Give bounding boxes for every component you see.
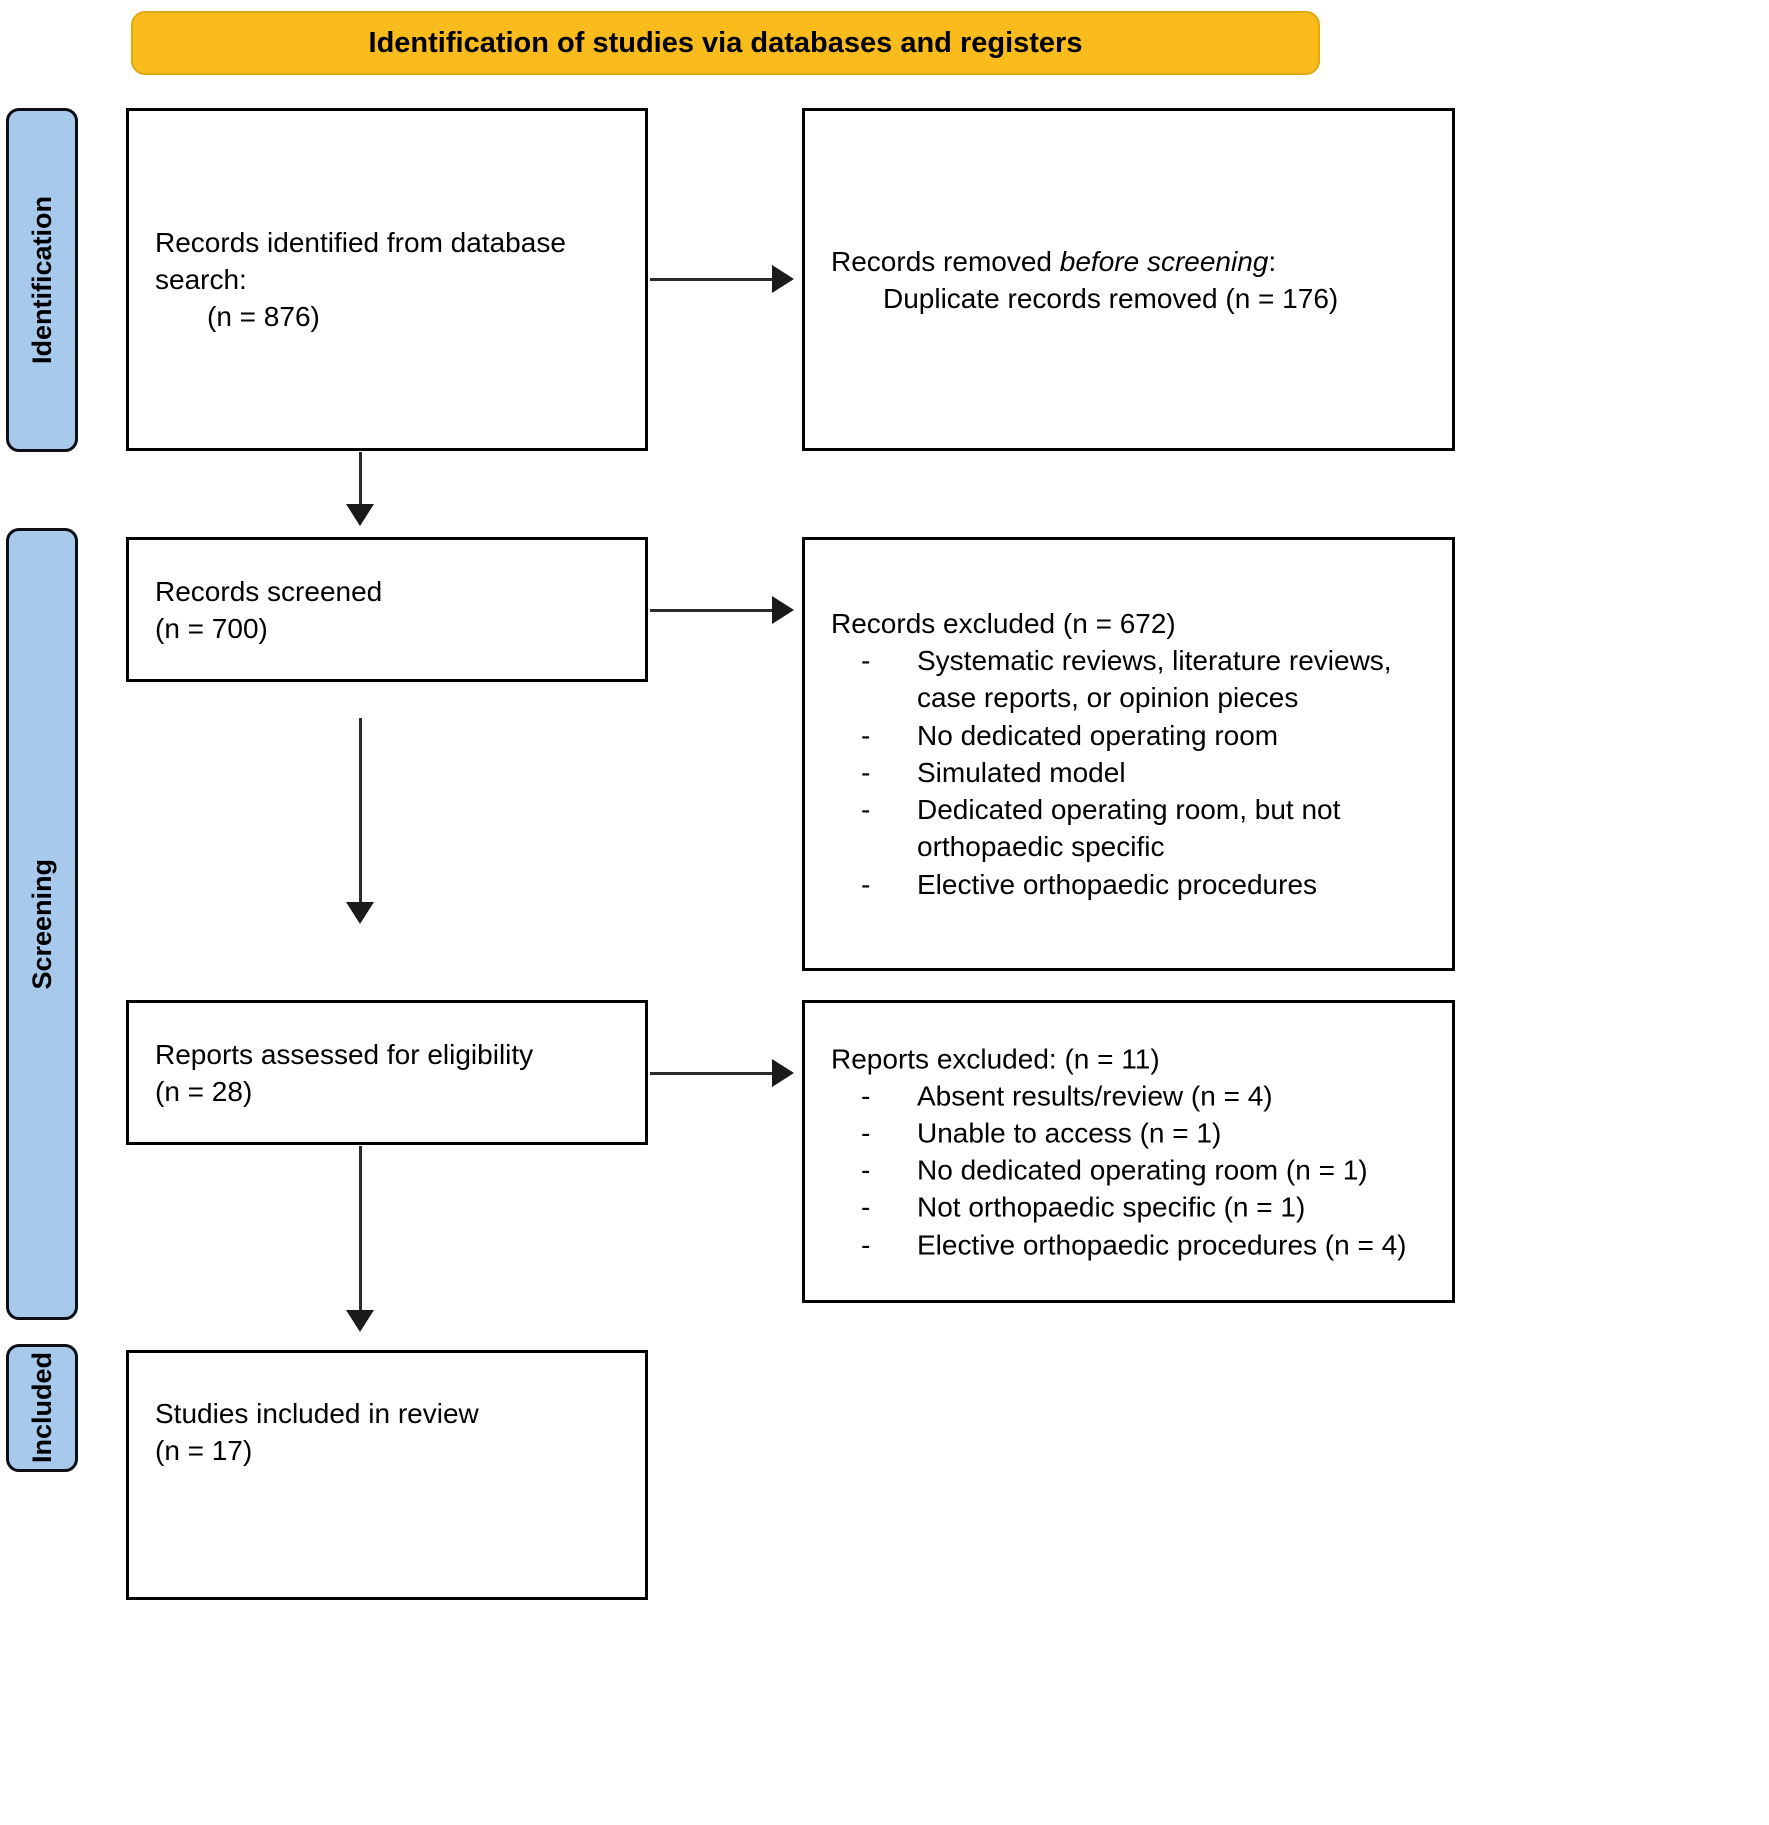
list-item: - Elective orthopaedic procedures (831, 866, 1438, 903)
phase-label-included: Included (6, 1344, 78, 1472)
bullet-dash-icon: - (861, 1228, 871, 1260)
bullet-dash-icon: - (861, 719, 871, 751)
box-records-excluded: Records excluded (n = 672) - Systematic r… (802, 537, 1455, 971)
phase-label-included-text: Included (26, 1352, 57, 1464)
page-title: Identification of studies via databases … (368, 26, 1083, 59)
records-removed-line-1: Records removed before screening: (831, 242, 1438, 279)
box-reports-excluded: Reports excluded: (n = 11) - Absent resul… (802, 1000, 1455, 1303)
arrow-assessed-to-excluded-head-icon (772, 1059, 794, 1087)
list-item-text: Dedicated operating room, but not orthop… (917, 794, 1341, 863)
box-studies-included: Studies included in review (n = 17) (126, 1350, 648, 1600)
list-item: - Unable to access (n = 1) (831, 1114, 1438, 1151)
arrow-assessed-to-included-line (359, 1146, 362, 1314)
list-item: - Simulated model (831, 754, 1438, 791)
bullet-dash-icon: - (861, 645, 871, 677)
bullet-dash-icon: - (861, 757, 871, 788)
arrow-screened-to-excluded-line (650, 609, 774, 612)
reports-excluded-list: - Absent results/review (n = 4) - Unable t… (831, 1077, 1438, 1263)
box-records-screened: Records screened (n = 700) (126, 537, 648, 682)
records-identified-count: (n = 876) (207, 301, 320, 333)
arrow-identified-to-removed-head-icon (772, 265, 794, 293)
records-removed-line-1-suffix: : (1268, 245, 1277, 277)
bullet-dash-icon: - (861, 1191, 871, 1223)
records-identified-line-2: search: (155, 263, 247, 295)
list-item-text: Elective orthopaedic procedures (n = 4) (917, 1228, 1407, 1260)
studies-included-count: (n = 17) (155, 1435, 253, 1467)
arrow-assessed-to-excluded-line (650, 1072, 774, 1075)
records-screened-label: Records screened (155, 575, 383, 607)
arrow-identified-to-removed-line (650, 278, 774, 281)
phase-label-identification-text: Identification (26, 196, 57, 364)
records-removed-line-1-prefix: Records removed (831, 245, 1060, 277)
list-item: - Absent results/review (n = 4) (831, 1077, 1438, 1114)
phase-label-identification: Identification (6, 108, 78, 452)
records-excluded-list: - Systematic reviews, literature reviews,… (831, 642, 1438, 903)
list-item: - Dedicated operating room, but not ortho… (831, 791, 1438, 865)
list-item-text: Not orthopaedic specific (n = 1) (917, 1191, 1306, 1223)
list-item-text: Absent results/review (n = 4) (917, 1080, 1273, 1112)
list-item-text: Unable to access (n = 1) (917, 1117, 1222, 1149)
box-reports-assessed: Reports assessed for eligibility (n = 28… (126, 1000, 648, 1145)
list-item: - No dedicated operating room (831, 717, 1438, 754)
list-item: - No dedicated operating room (n = 1) (831, 1152, 1438, 1189)
list-item: - Systematic reviews, literature reviews,… (831, 642, 1438, 716)
phase-label-screening: Screening (6, 528, 78, 1320)
arrow-identified-to-screened-head-icon (346, 504, 374, 526)
arrow-screened-to-assessed-head-icon (346, 902, 374, 924)
list-item-text: No dedicated operating room (n = 1) (917, 1154, 1368, 1186)
arrow-screened-to-assessed-line (359, 718, 362, 906)
bullet-dash-icon: - (861, 868, 871, 900)
list-item-text: No dedicated operating room (917, 719, 1279, 751)
list-item-text: Elective orthopaedic procedures (917, 868, 1318, 900)
studies-included-label: Studies included in review (155, 1398, 479, 1429)
list-item: - Not orthopaedic specific (n = 1) (831, 1189, 1438, 1226)
list-item-text: Systematic reviews, literature reviews, … (917, 645, 1392, 714)
records-removed-line-1-emphasis: before screening (1059, 245, 1269, 277)
reports-assessed-count: (n = 28) (155, 1075, 253, 1107)
bullet-dash-icon: - (861, 794, 871, 826)
arrow-identified-to-screened-line (359, 452, 362, 508)
arrow-screened-to-excluded-head-icon (772, 596, 794, 624)
records-screened-count: (n = 700) (155, 612, 268, 644)
bullet-dash-icon: - (861, 1080, 871, 1112)
records-removed-duplicates: Duplicate records removed (n = 176) (883, 282, 1339, 314)
arrow-assessed-to-included-head-icon (346, 1310, 374, 1332)
box-records-removed: Records removed before screening: Duplic… (802, 108, 1455, 451)
diagram-header-banner: Identification of studies via databases … (131, 11, 1320, 75)
records-identified-line-1: Records identified from database (155, 226, 566, 258)
reports-assessed-label: Reports assessed for eligibility (155, 1038, 534, 1070)
bullet-dash-icon: - (861, 1117, 871, 1149)
bullet-dash-icon: - (861, 1154, 871, 1186)
list-item: - Elective orthopaedic procedures (n = 4) (831, 1226, 1438, 1263)
list-item-text: Simulated model (917, 757, 1126, 788)
box-records-identified: Records identified from database search:… (126, 108, 648, 451)
records-excluded-heading: Records excluded (n = 672) (831, 608, 1176, 640)
phase-label-screening-text: Screening (26, 858, 57, 990)
reports-excluded-heading: Reports excluded: (n = 11) (831, 1042, 1160, 1074)
